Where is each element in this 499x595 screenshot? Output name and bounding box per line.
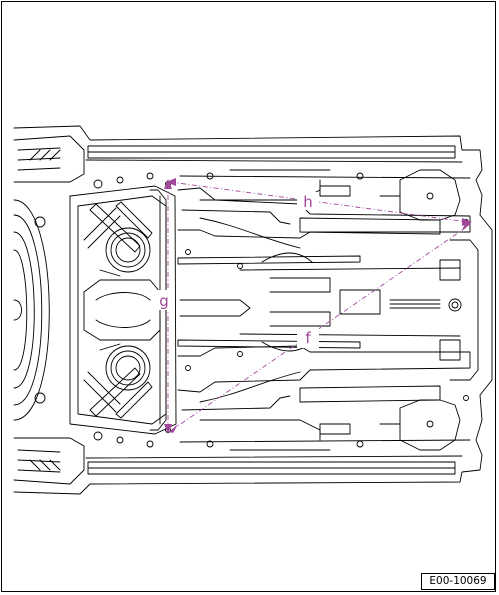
label-g-backdrop — [154, 290, 174, 310]
label-h-backdrop — [297, 192, 319, 210]
label-f: f — [305, 329, 311, 347]
fastener-holes — [93, 172, 469, 448]
arrow-g-bottom — [164, 424, 172, 434]
label-g: g — [159, 292, 169, 310]
reference-code: E00-10069 — [421, 573, 495, 590]
measurement-line-f — [171, 225, 469, 431]
label-f-backdrop — [297, 328, 319, 348]
vehicle-underbody-line-art — [13, 125, 493, 495]
arrow-f-end — [462, 222, 471, 230]
arrow-g-top — [164, 179, 172, 189]
arrow-h-end — [462, 218, 472, 226]
arrow-h-start — [166, 178, 176, 186]
label-h: h — [303, 193, 313, 211]
measurement-lines — [167, 181, 469, 431]
arrow-f-start — [169, 424, 178, 433]
measurement-arrows — [164, 178, 472, 434]
